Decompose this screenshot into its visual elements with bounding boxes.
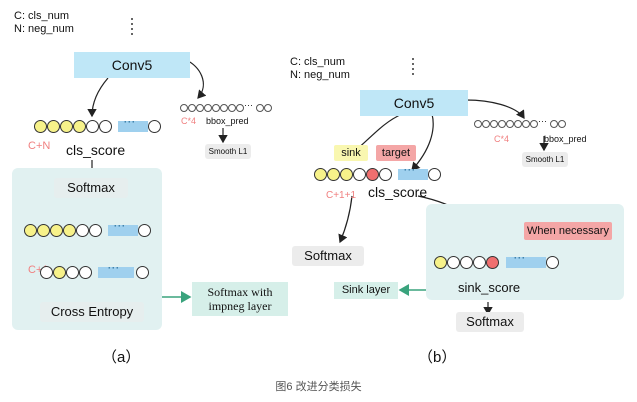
cls-score-strip-a: ··· [34, 117, 164, 133]
conv5-box-b: Conv5 [360, 90, 468, 116]
bbox-pred-label-b: bbox_pred [544, 134, 587, 144]
bbox-strip-b: ··· [474, 116, 566, 130]
softmax-box-b-left: Softmax [292, 246, 364, 266]
cls-score-label-b: cls_score [368, 184, 428, 200]
sink-layer-box: Sink layer [334, 282, 398, 299]
loss-panel-b [426, 204, 624, 300]
softmax-box-b-bottom: Softmax [456, 312, 524, 332]
smooth-l1-box-b: Smooth L1 [522, 152, 568, 167]
cls-dim-label-a: C+N [28, 140, 51, 152]
conv5-box-a: Conv5 [74, 52, 190, 78]
result-box-a: Softmax with impneg layer [192, 282, 288, 316]
bbox-strip-a: ··· [180, 100, 272, 114]
cls-score-strip-b: ··· [314, 165, 444, 181]
legend-b-line2: N: neg_num [290, 69, 350, 81]
bbox-dim-label-a: C*4 [181, 116, 197, 126]
sink-score-strip: ··· [434, 253, 564, 269]
sink-tag: sink [334, 145, 368, 161]
legend-b-line1: C: cls_num [290, 56, 346, 68]
cls-score-label-a: cls_score [66, 142, 126, 158]
smooth-l1-box-a: Smooth L1 [205, 144, 251, 159]
legend-a: C: cls_num N: neg_num [14, 10, 74, 36]
figure-caption: 图6 改进分类损失 [275, 381, 362, 393]
softmax-box-a: Softmax [54, 178, 128, 198]
when-necessary-box: When necessary [524, 222, 612, 240]
legend-a-line2: N: neg_num [14, 23, 74, 35]
figure-label-a: （a） [102, 349, 141, 366]
legend-b: C: cls_num N: neg_num [290, 56, 350, 82]
reduced-strip-a: ··· [40, 263, 160, 279]
intermediate-strip-a: ··· [24, 221, 154, 237]
bbox-pred-label-a: bbox_pred [206, 116, 249, 126]
figure-label-b: （b） [418, 349, 457, 366]
legend-a-line1: C: cls_num [14, 10, 70, 22]
target-tag: target [376, 145, 416, 161]
cls-dim-label-b: C+1+1 [326, 190, 357, 201]
sink-score-label: sink_score [458, 280, 521, 295]
cross-entropy-box-a: Cross Entropy [40, 302, 144, 322]
bbox-dim-label-b: C*4 [494, 134, 510, 144]
